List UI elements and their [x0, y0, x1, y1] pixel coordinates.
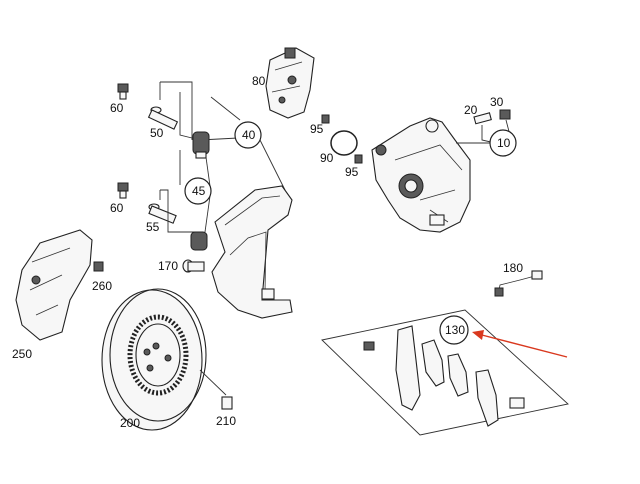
caliper-carrier-bracket — [211, 185, 293, 319]
disc-screw — [221, 396, 233, 410]
callout-60-bottom: 60 — [110, 201, 124, 215]
callout-80: 80 — [252, 74, 266, 88]
leader-45-b — [204, 195, 211, 233]
bolt-50 — [147, 106, 179, 130]
brake-pad-kit — [321, 309, 569, 436]
red-arrow — [472, 330, 568, 358]
splash-shield — [15, 229, 93, 341]
bracket-45-a — [160, 189, 196, 233]
callout-250: 250 — [12, 347, 32, 361]
bolt-260 — [93, 261, 104, 272]
guide-sleeve-lower — [190, 231, 208, 251]
callout-50: 50 — [150, 126, 164, 140]
guide-sleeve-upper — [192, 131, 210, 159]
o-ring — [330, 130, 358, 156]
callout-10-circle — [489, 129, 517, 157]
callout-210: 210 — [216, 414, 236, 428]
dust-cap — [499, 109, 511, 120]
callout-95-b: 95 — [345, 165, 359, 179]
bracket-40-a — [160, 81, 193, 140]
callout-30: 30 — [490, 95, 504, 109]
bleed-screw — [473, 112, 492, 125]
brake-caliper — [371, 117, 471, 233]
bolt-60-bottom — [117, 182, 129, 199]
bolt-55 — [148, 203, 177, 224]
callout-130: 130 — [445, 323, 465, 337]
leader-210 — [199, 369, 227, 396]
callout-90: 90 — [320, 151, 334, 165]
callout-170: 170 — [158, 259, 178, 273]
bolt-170 — [182, 259, 205, 273]
callout-180: 180 — [503, 261, 523, 275]
callout-200: 200 — [120, 416, 140, 430]
callout-260: 260 — [92, 279, 112, 293]
callout-55: 55 — [146, 220, 160, 234]
callout-45: 45 — [192, 184, 206, 198]
callout-60-top: 60 — [110, 101, 124, 115]
callout-40-circle — [234, 121, 262, 149]
callout-40: 40 — [242, 128, 256, 142]
bolt-60-top — [117, 83, 129, 100]
leader-40-a — [210, 96, 241, 121]
brake-disc — [101, 288, 207, 431]
callout-130-circle — [439, 315, 469, 345]
callout-10: 10 — [497, 136, 511, 150]
screw-95-b — [354, 154, 363, 164]
leader-40-c — [259, 139, 286, 191]
callout-20: 20 — [464, 103, 478, 117]
wear-sensor — [494, 270, 543, 297]
callout-45-circle — [184, 177, 212, 205]
screw-95-a — [321, 114, 330, 124]
parking-brake-motor — [265, 47, 315, 119]
callout-95-a: 95 — [310, 122, 324, 136]
